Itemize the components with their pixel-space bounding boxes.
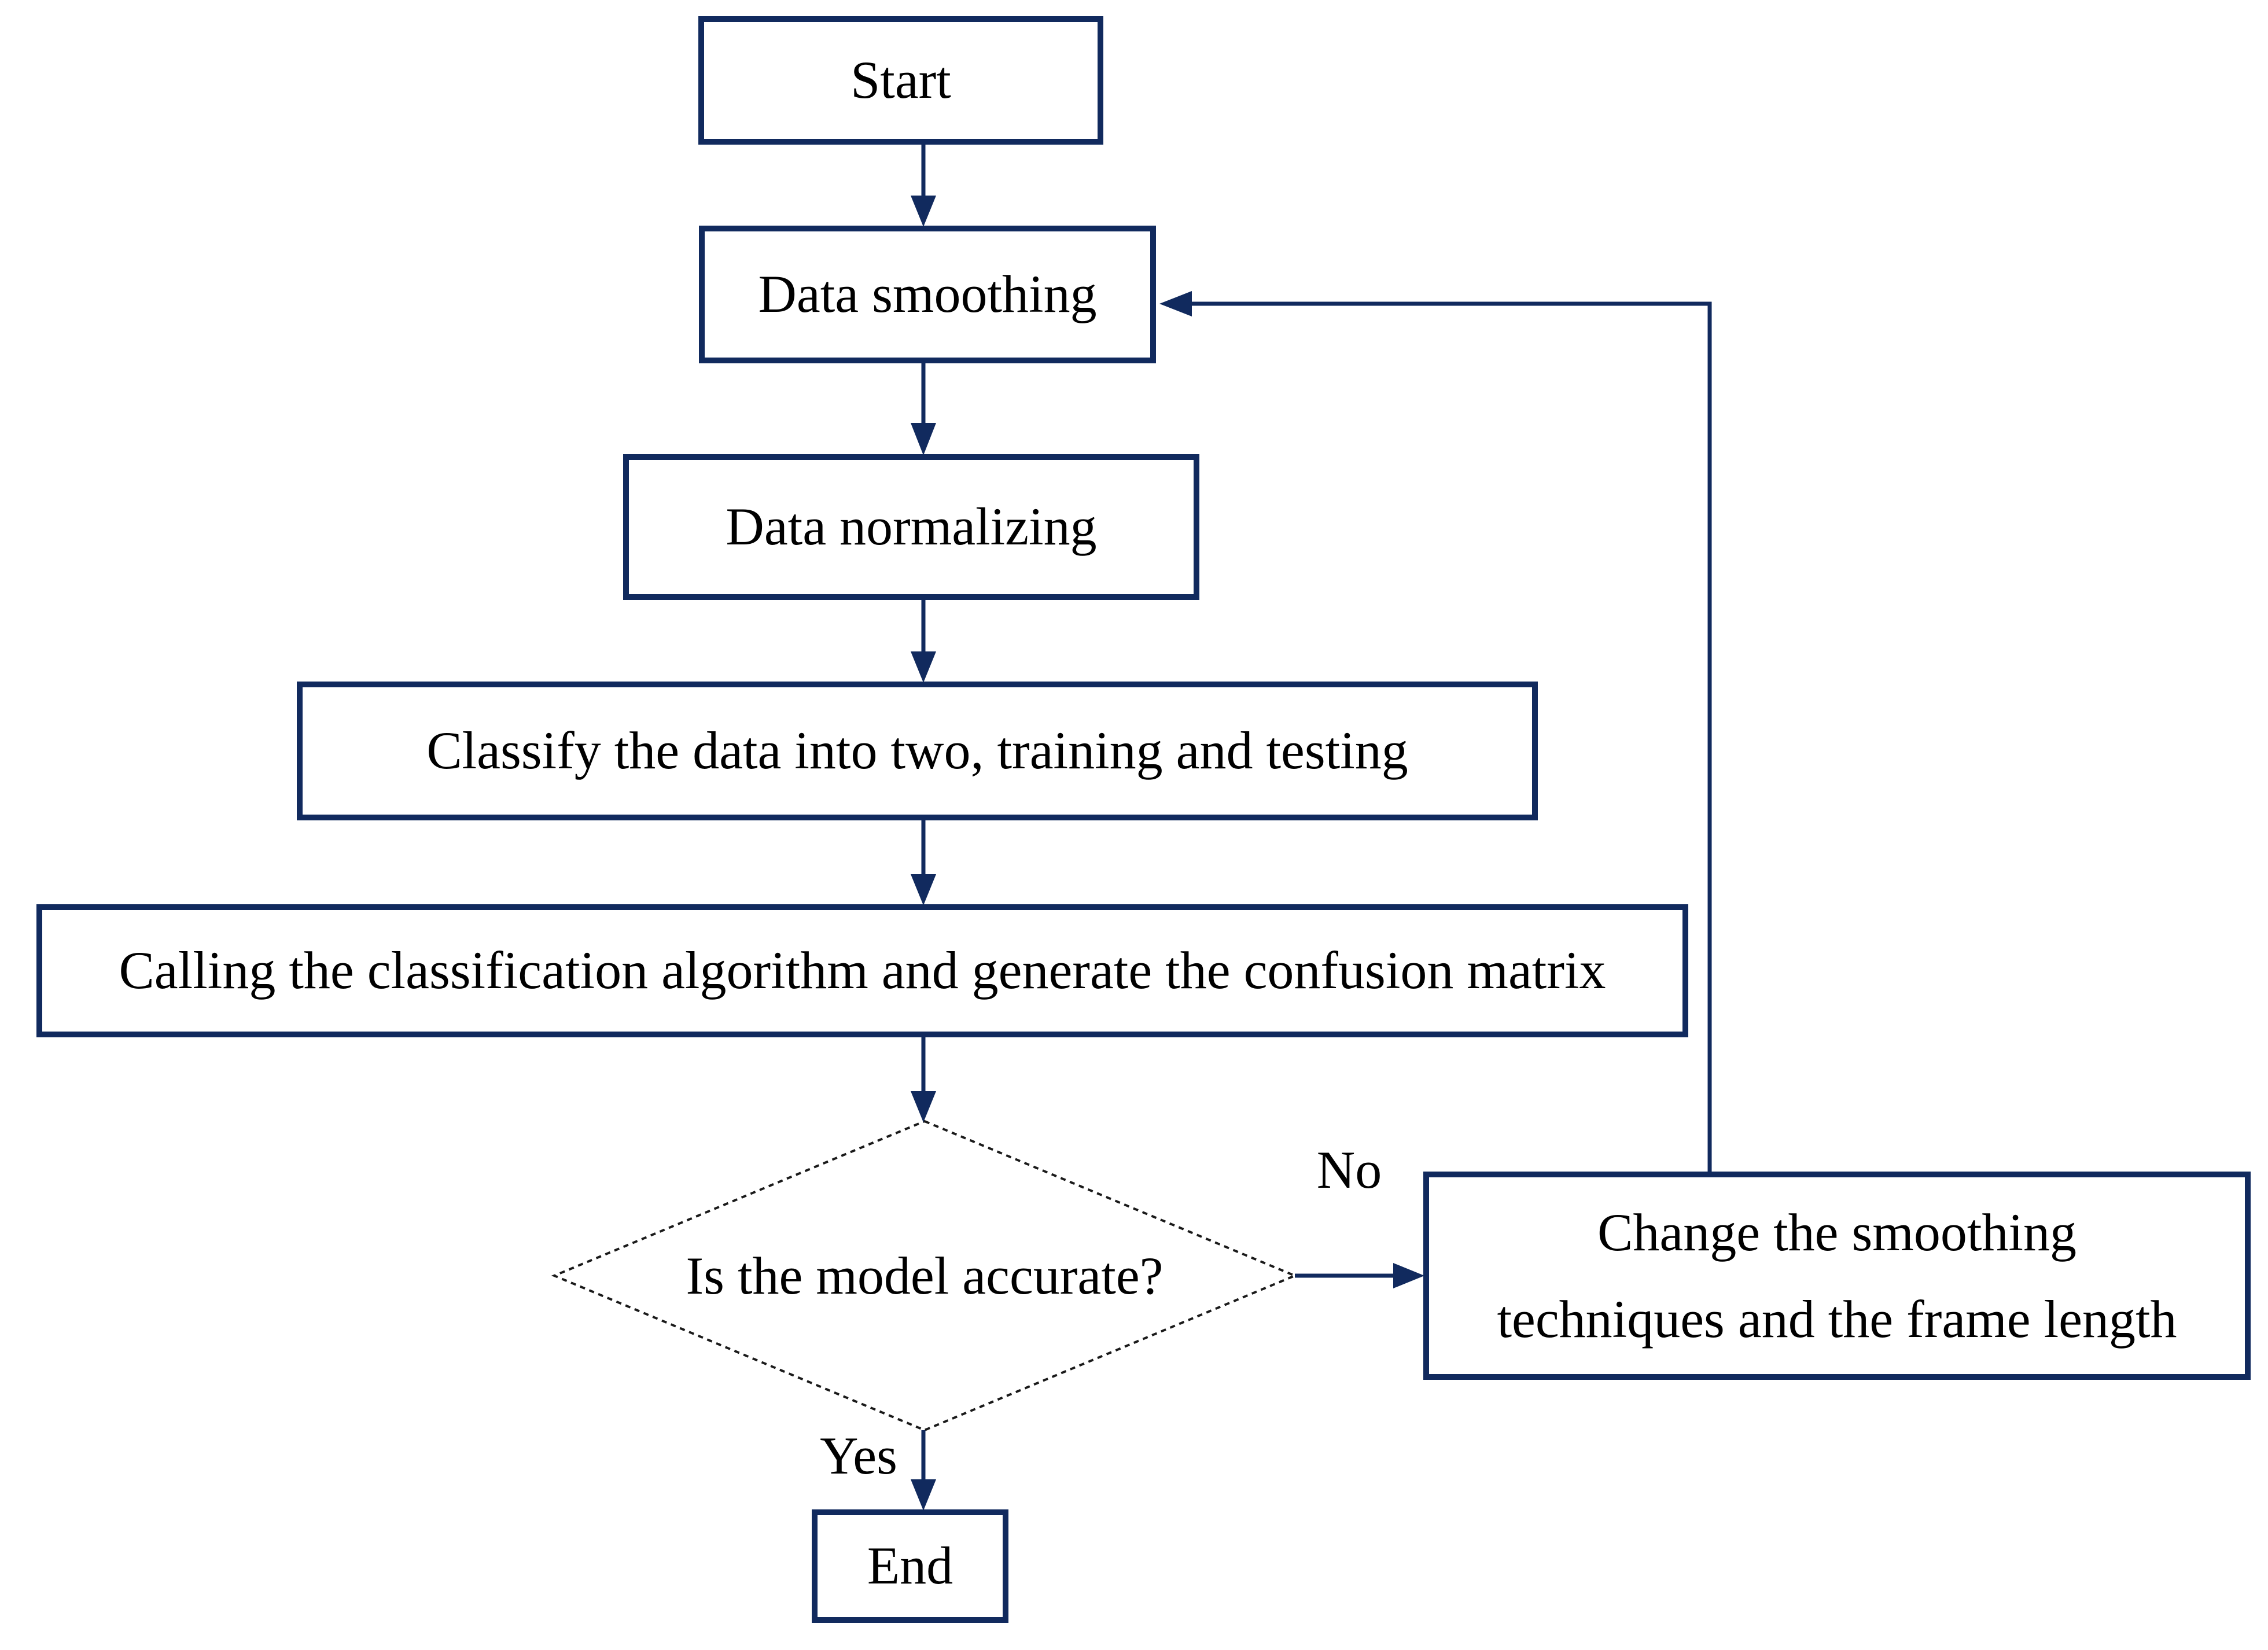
edge-decision-to-change bbox=[1295, 1263, 1424, 1288]
arrowhead-down-icon bbox=[911, 874, 936, 905]
arrowhead-down-icon bbox=[911, 1479, 936, 1511]
node-change-smoothing-label: Change the smoothing techniques and the … bbox=[1497, 1189, 2177, 1362]
node-calling-algorithm-label: Calling the classification algorithm and… bbox=[119, 941, 1606, 1000]
arrowhead-down-icon bbox=[911, 1091, 936, 1122]
edge-label-no: No bbox=[1316, 1140, 1382, 1199]
edge-line bbox=[1191, 301, 1712, 1172]
decision-diamond bbox=[551, 1119, 1298, 1432]
node-data-normalizing: Data normalizing bbox=[623, 454, 1199, 600]
arrowhead-down-icon bbox=[911, 423, 936, 455]
edge-normalizing-to-classify bbox=[911, 600, 936, 683]
node-start-label: Start bbox=[851, 50, 951, 110]
edge-label-yes: Yes bbox=[820, 1426, 897, 1485]
edge-classify-to-calling bbox=[911, 820, 936, 905]
edge-smoothing-to-normalizing bbox=[911, 363, 936, 455]
node-data-smoothing-label: Data smoothing bbox=[758, 264, 1097, 324]
node-classify-data-label: Classify the data into two, training and… bbox=[426, 721, 1408, 780]
edge-change-to-smoothing bbox=[1159, 291, 1712, 1172]
node-change-smoothing: Change the smoothing techniques and the … bbox=[1423, 1172, 2251, 1380]
node-data-smoothing: Data smoothing bbox=[699, 226, 1156, 363]
node-data-normalizing-label: Data normalizing bbox=[726, 497, 1097, 557]
node-end: End bbox=[812, 1509, 1008, 1623]
node-calling-algorithm: Calling the classification algorithm and… bbox=[36, 904, 1688, 1037]
node-change-line2: techniques and the frame length bbox=[1497, 1290, 2177, 1349]
node-start: Start bbox=[698, 16, 1103, 145]
arrowhead-down-icon bbox=[911, 196, 936, 227]
node-classify-data: Classify the data into two, training and… bbox=[297, 682, 1538, 820]
node-change-line1: Change the smoothing bbox=[1597, 1203, 2076, 1262]
edge-calling-to-decision bbox=[911, 1037, 936, 1122]
decision-label: Is the model accurate? bbox=[686, 1246, 1164, 1305]
arrowhead-right-icon bbox=[1393, 1263, 1424, 1288]
node-end-label: End bbox=[867, 1536, 953, 1596]
arrowhead-left-icon bbox=[1159, 291, 1192, 316]
arrowhead-down-icon bbox=[911, 651, 936, 683]
edge-decision-to-end bbox=[911, 1430, 936, 1511]
edge-start-to-smoothing bbox=[911, 145, 936, 227]
